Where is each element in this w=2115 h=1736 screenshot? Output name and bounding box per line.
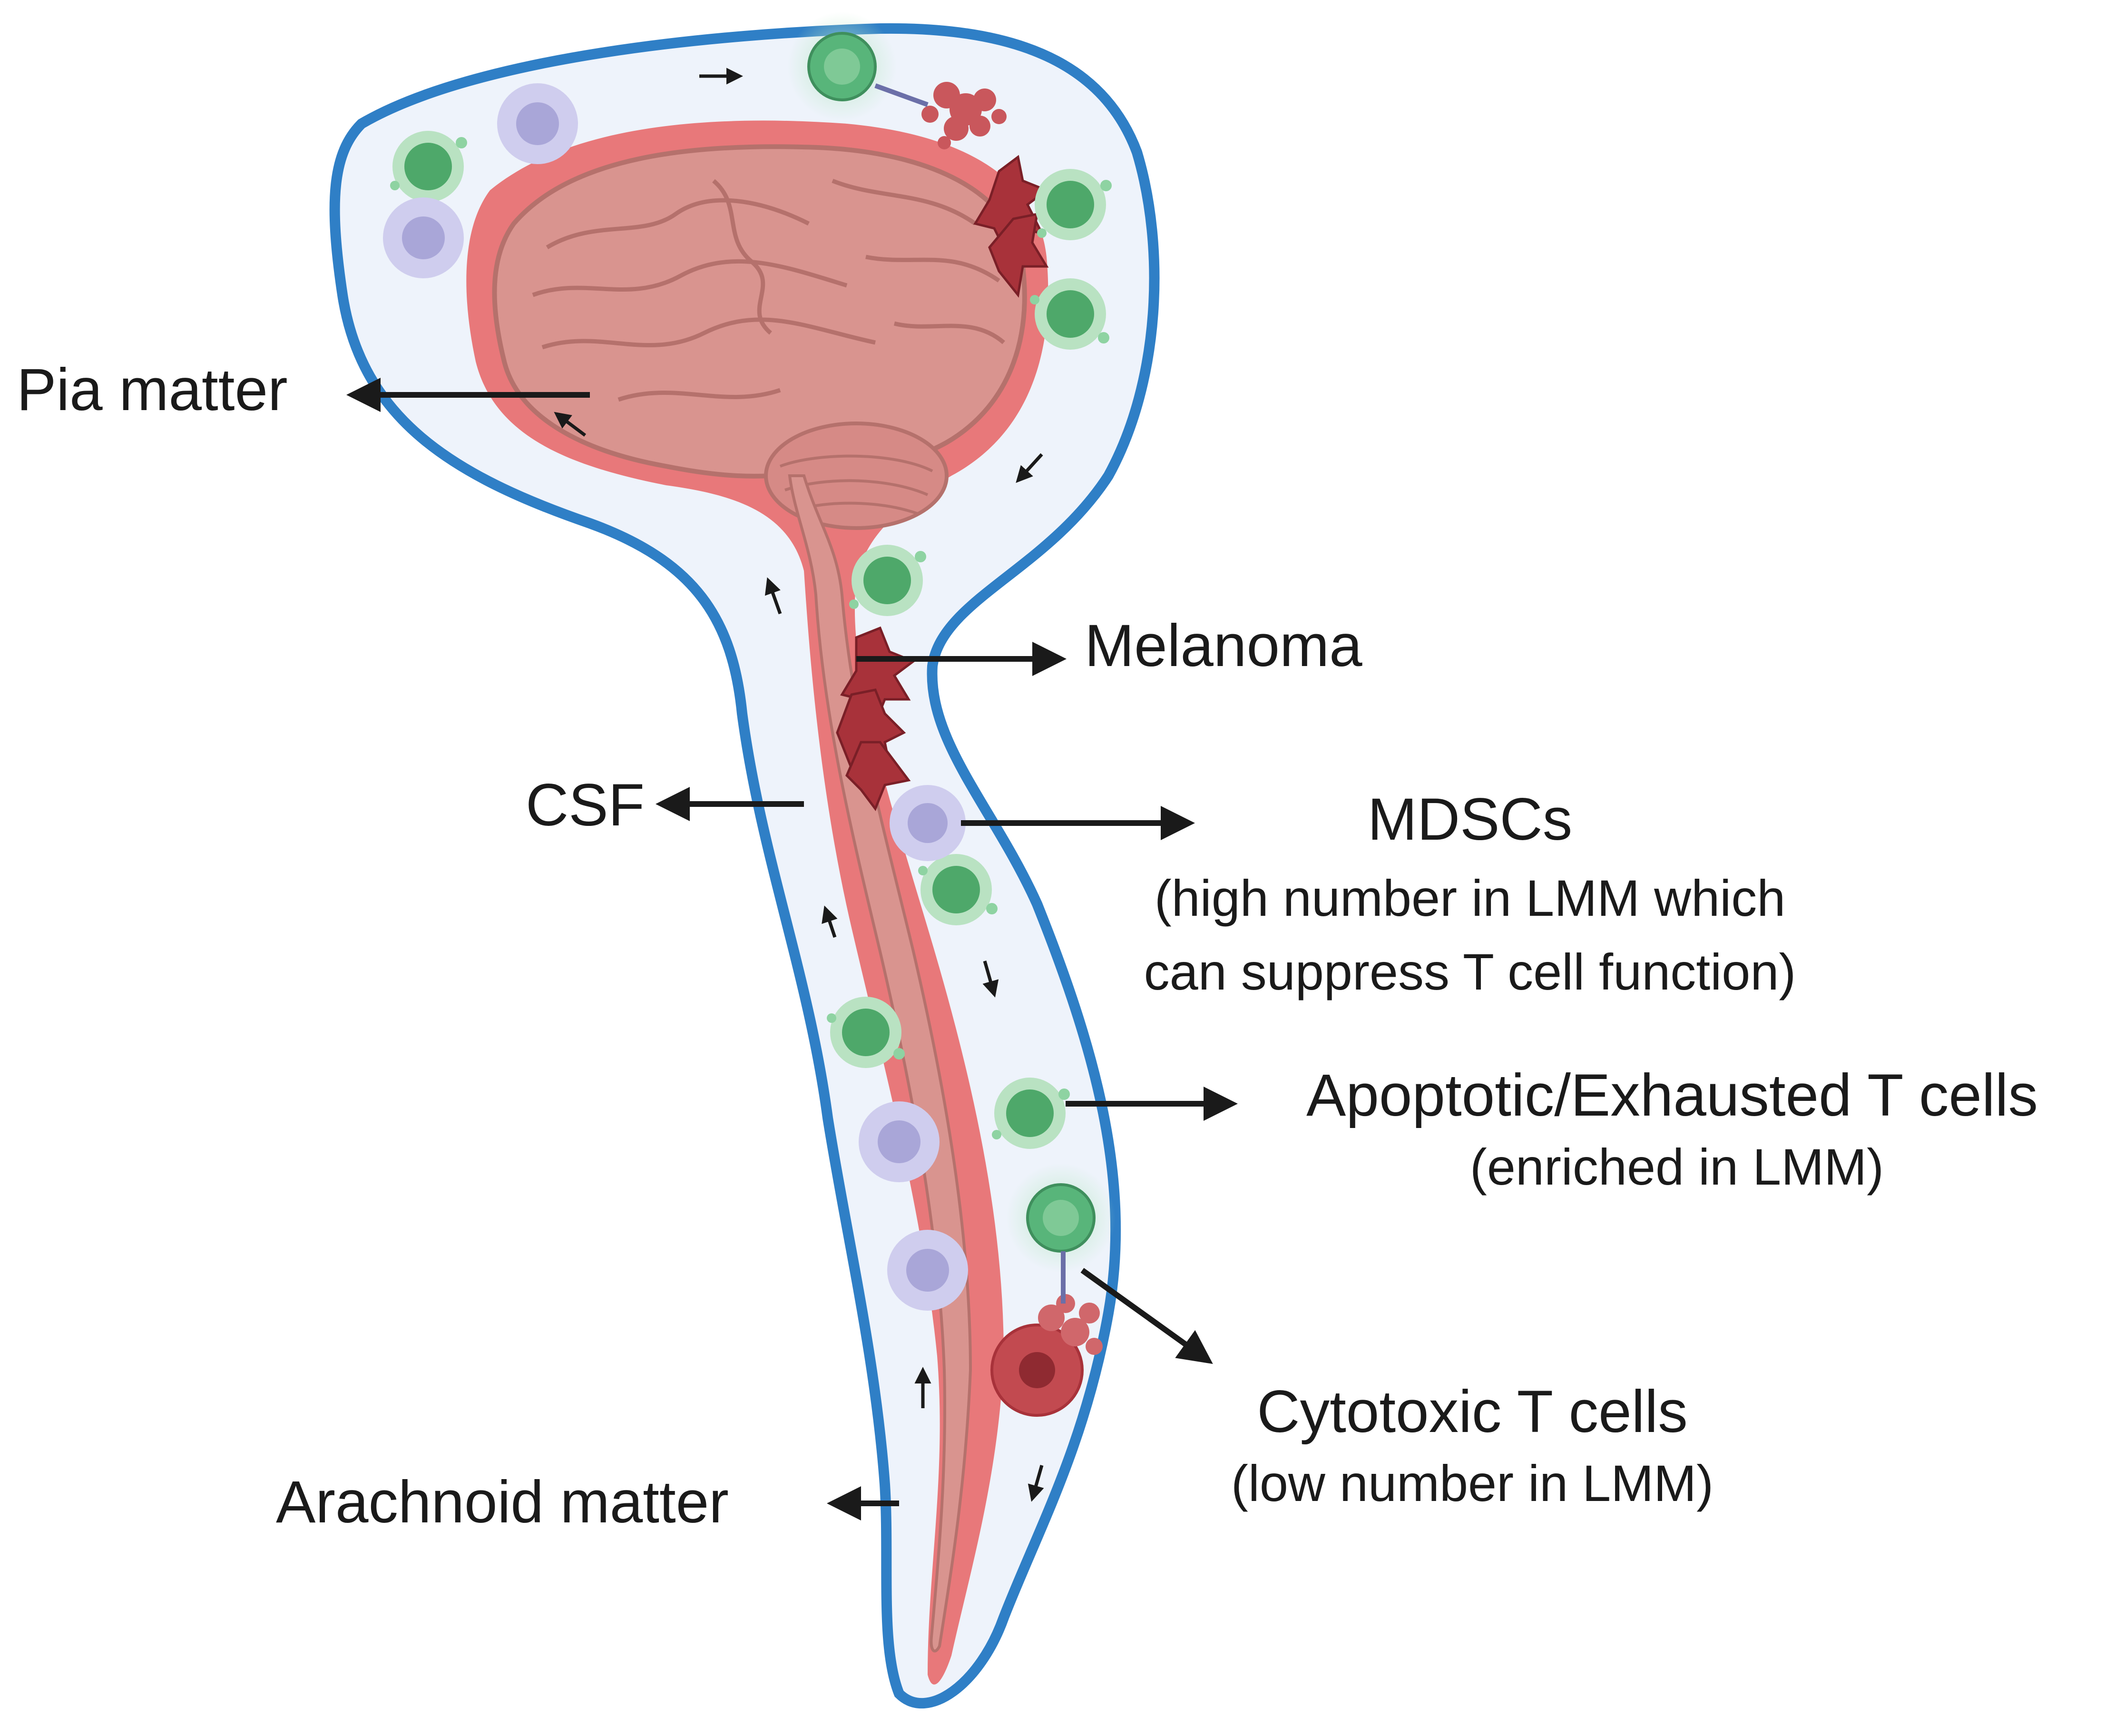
- csf-flow-arrows: [554, 68, 1044, 1502]
- mdscs-label: MDSCs: [1368, 786, 1573, 853]
- apoptotic-label: Apoptotic/Exhausted T cells: [1306, 1062, 2038, 1128]
- melanoma-label: Melanoma: [1085, 613, 1362, 679]
- pia-matter-label: Pia matter: [17, 357, 288, 423]
- cytotoxic-t-cells: [787, 12, 1116, 1304]
- mdsc-cells: [383, 83, 968, 1311]
- csf-label: CSF: [526, 772, 645, 838]
- spinal-cord: [788, 474, 972, 1653]
- exhausted-t-cells: [390, 131, 1112, 1149]
- cytotoxic-note: (low number in LMM): [1231, 1454, 1714, 1512]
- mdscs-note-line1: (high number in LMM which: [1155, 869, 1786, 927]
- apoptotic-note: (enriched in LMM): [1470, 1138, 1884, 1196]
- mdscs-note-line2: can suppress T cell function): [1144, 943, 1796, 1000]
- label-arrows: [346, 378, 1238, 1520]
- lysed-tumor-cell-top: [921, 82, 1007, 149]
- arachnoid-matter-label: Arachnoid matter: [276, 1469, 729, 1535]
- lysed-tumor-cell-bottom: [990, 1294, 1103, 1417]
- melanoma-cells: [836, 155, 1049, 812]
- brain-folds: [532, 178, 1005, 402]
- cytotoxic-label: Cytotoxic T cells: [1257, 1379, 1687, 1445]
- cytotoxic-arrow: [1080, 1268, 1213, 1364]
